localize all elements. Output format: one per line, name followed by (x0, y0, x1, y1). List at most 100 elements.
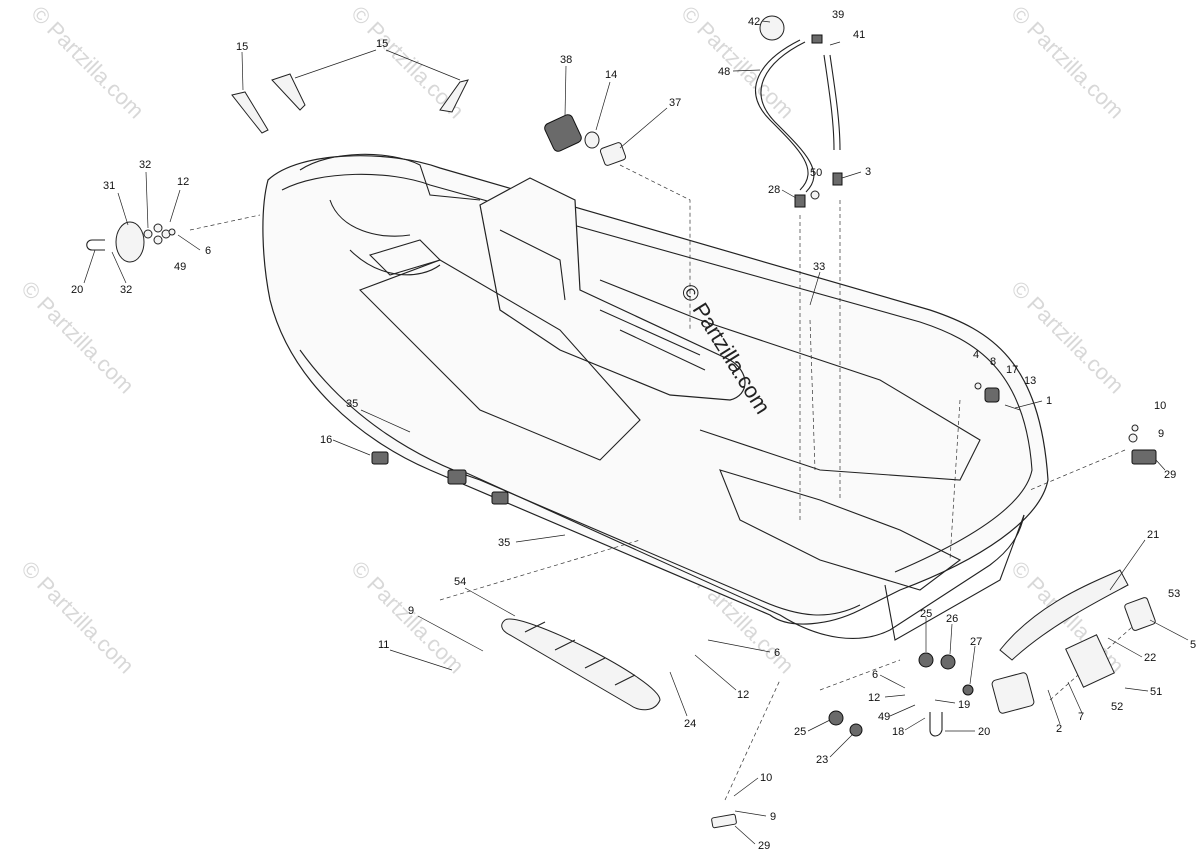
watermark: © Partzilla.com (1006, 1, 1129, 124)
callout-50: 50 (810, 167, 822, 179)
leader-line (669, 671, 688, 717)
leader-line (169, 189, 181, 223)
fitting-part (832, 172, 843, 186)
callout-12: 12 (737, 689, 749, 701)
leader-line (564, 65, 567, 117)
leader-line (829, 41, 841, 46)
dash-line (949, 399, 961, 561)
footwell-right (599, 279, 981, 481)
callout-17: 17 (1006, 364, 1018, 376)
dash-line (819, 659, 901, 691)
callout-4: 4 (973, 349, 979, 361)
callout-31: 31 (103, 180, 115, 192)
callout-12: 12 (868, 692, 880, 704)
callout-49: 49 (174, 261, 186, 273)
clip-part (371, 451, 389, 465)
clip-part (491, 491, 509, 505)
leader-line (879, 674, 906, 689)
cover-part (991, 672, 1035, 714)
leader-line (177, 234, 201, 251)
leader-line (241, 51, 244, 91)
callout-28: 28 (768, 184, 780, 196)
leader-line (111, 251, 127, 284)
callout-51: 51 (1150, 686, 1162, 698)
bracket-part (984, 387, 1000, 403)
cover-part (1124, 597, 1156, 631)
callout-6: 6 (205, 245, 211, 257)
hose-part (829, 54, 841, 151)
leader-line (389, 649, 453, 671)
grate-plate (368, 239, 442, 276)
leader-line (619, 107, 668, 149)
cap-part (810, 190, 820, 200)
callout-20: 20 (978, 726, 990, 738)
leader-line (1124, 687, 1149, 692)
fitting-part (811, 34, 823, 44)
hose-part (760, 41, 815, 193)
watermark: © Partzilla.com (16, 556, 139, 679)
callout-2: 2 (1056, 723, 1062, 735)
leader-line (829, 734, 853, 758)
vent-cover-part (115, 221, 145, 263)
callout-49: 49 (878, 711, 890, 723)
clip-part (447, 469, 467, 485)
hull-lower-edge (299, 349, 861, 616)
callout-10: 10 (1154, 400, 1166, 412)
leader-line (1109, 539, 1146, 591)
dash-line (619, 164, 691, 330)
rub-rail-part (501, 618, 661, 711)
leader-line (515, 534, 566, 543)
leader-line (807, 719, 831, 732)
leader-line (761, 20, 771, 23)
leader-line (904, 717, 926, 731)
callout-35: 35 (346, 398, 358, 410)
callout-35: 35 (498, 537, 510, 549)
plate-part (1065, 634, 1115, 688)
seat-console (479, 177, 746, 401)
callout-27: 27 (970, 636, 982, 648)
callout-7: 7 (1078, 711, 1084, 723)
leader-line (417, 615, 484, 652)
callout-24: 24 (684, 718, 696, 730)
leader-line (464, 587, 516, 617)
leader-line (1155, 459, 1166, 471)
hose-part (755, 39, 809, 191)
cap-part (599, 142, 627, 166)
callout-23: 23 (816, 754, 828, 766)
hull-gunwale (281, 173, 1033, 573)
leader-line (934, 699, 956, 704)
callout-11: 11 (378, 639, 389, 651)
watermark: © Partzilla.com (346, 556, 469, 679)
callout-21: 21 (1147, 529, 1159, 541)
callout-6: 6 (774, 647, 780, 659)
dash-line (189, 214, 261, 231)
callout-18: 18 (892, 726, 904, 738)
leader-line (733, 777, 759, 797)
leader-line (734, 825, 756, 845)
plug-part (828, 710, 844, 726)
leader-line (1149, 619, 1189, 641)
leader-line (595, 81, 611, 131)
callout-41: 41 (853, 29, 865, 41)
dash-line (1049, 619, 1141, 701)
callout-38: 38 (560, 54, 572, 66)
rub-rail-ribs (524, 621, 636, 686)
clip-part (711, 813, 737, 829)
strap-part (231, 91, 269, 134)
u-bolt-part (86, 239, 105, 251)
leader-line (732, 69, 761, 72)
leader-line (1067, 681, 1083, 714)
strap-part (439, 79, 469, 113)
watermark: © Partzilla.com (26, 1, 149, 124)
leader-line (1014, 400, 1043, 409)
callout-labels: 42 39 41 48 38 14 37 15 15 32 31 12 6 49… (71, 9, 1196, 852)
front-storage (299, 153, 481, 276)
callout-6: 6 (872, 669, 878, 681)
leader-line (360, 409, 411, 433)
leader-line (385, 49, 461, 81)
callout-42: 42 (748, 16, 760, 28)
strap-part (271, 73, 306, 111)
fitting-part (794, 194, 806, 208)
callout-9: 9 (408, 605, 414, 617)
plug-part (849, 723, 863, 737)
